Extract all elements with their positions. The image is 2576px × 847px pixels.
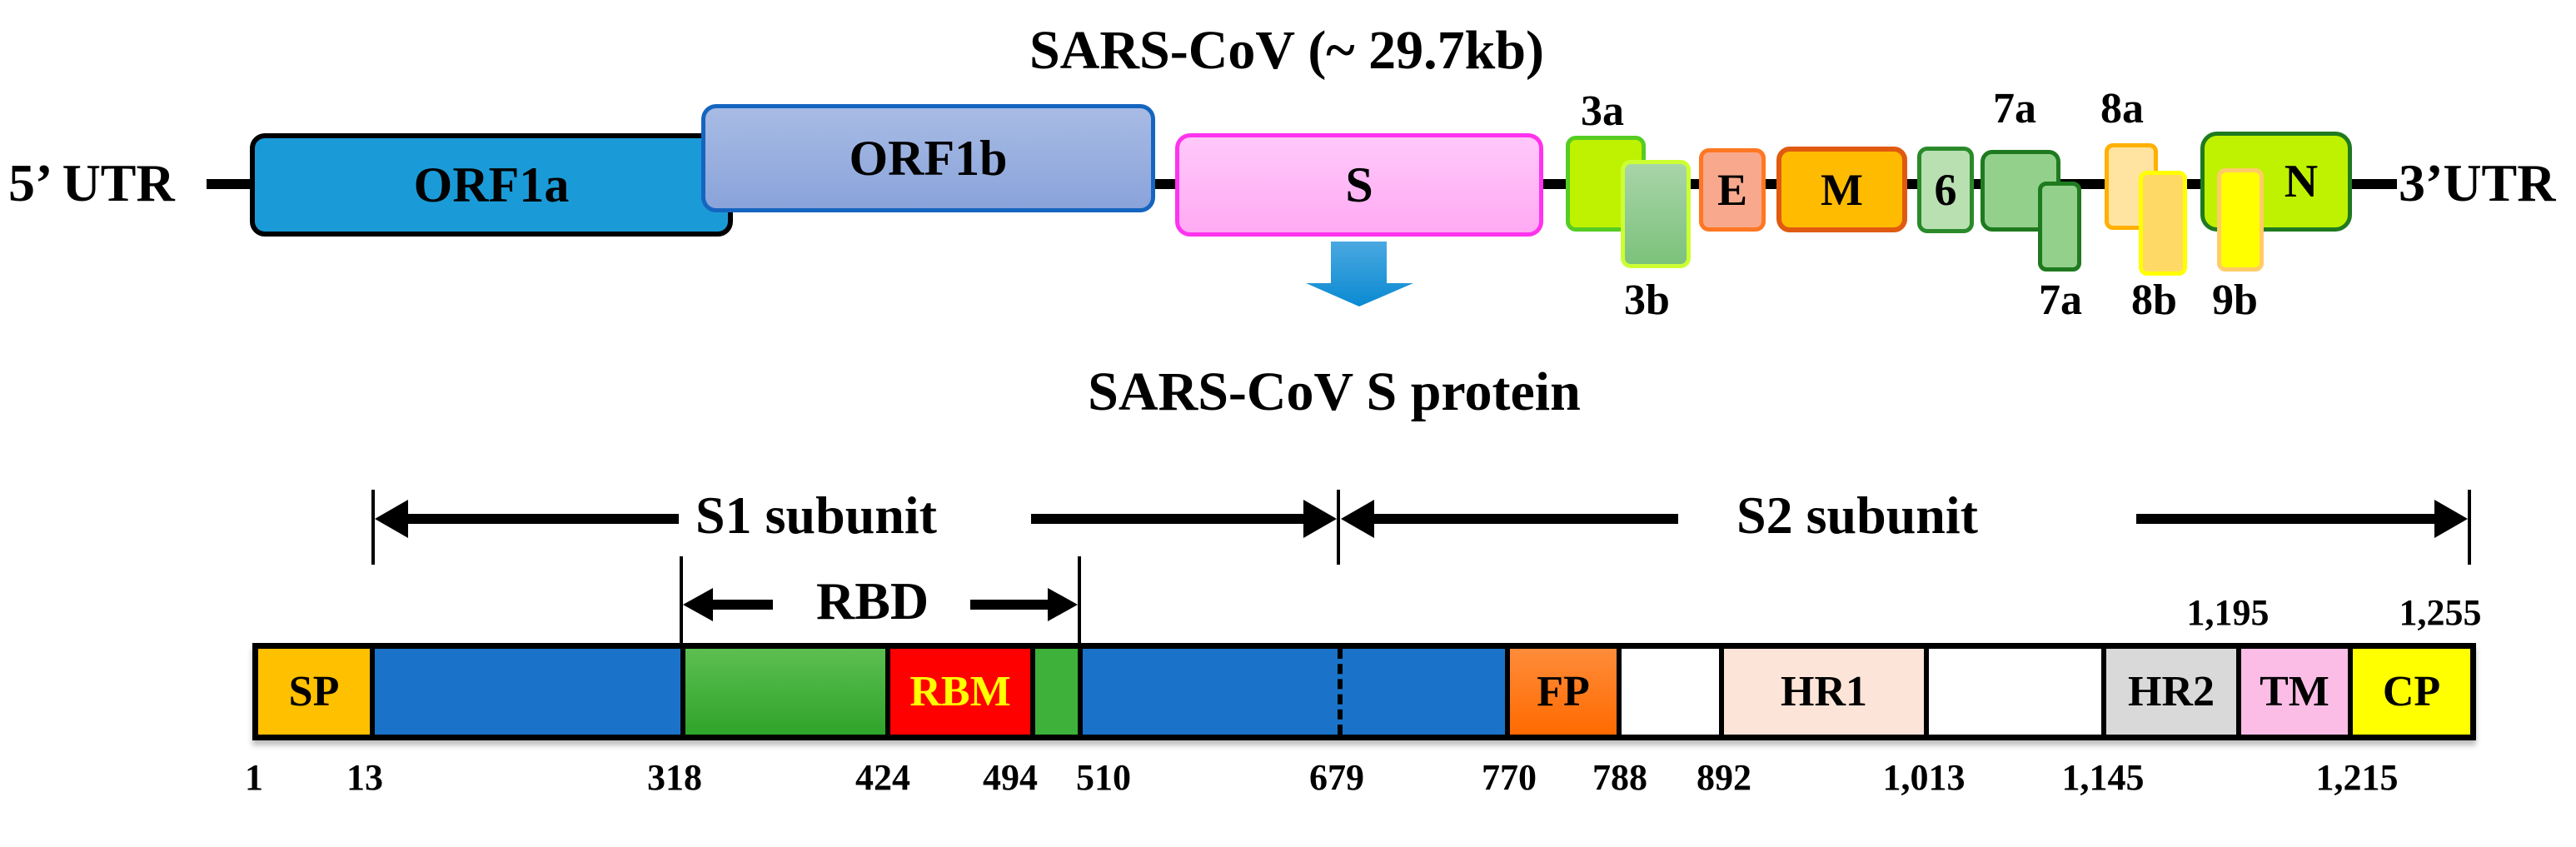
- rbd-end-tick: [1078, 556, 1081, 646]
- s1-right-arrow-shaft: [1031, 514, 1314, 524]
- n-gene-label: N: [2284, 156, 2319, 207]
- orf7a-lower-label: 7a: [2039, 277, 2082, 324]
- segment-s1-ntd: [375, 649, 685, 735]
- orf1b-box: ORF1b: [701, 104, 1155, 212]
- position-label-13: 13: [346, 757, 383, 798]
- position-label-1013: 1,013: [1882, 757, 1966, 798]
- position-label-788: 788: [1592, 757, 1647, 798]
- rbd-label: RBD: [816, 571, 929, 630]
- segment-sp-label: SP: [288, 668, 340, 715]
- orf6-box: 6: [1917, 147, 1974, 233]
- position-label-510: 510: [1076, 757, 1131, 798]
- s-protein-bar: SP RBM FP HR1 HR2 TM CP: [252, 643, 2476, 740]
- orf8a-label: 8a: [2100, 85, 2144, 132]
- rbd-start-tick: [680, 556, 683, 646]
- segment-rbd-core: [685, 649, 890, 735]
- orf3b-label: 3b: [1624, 277, 1670, 324]
- s2-end-tick: [2468, 490, 2471, 565]
- position-label-1145: 1,145: [2061, 757, 2145, 798]
- position-label-892: 892: [1697, 757, 1751, 798]
- segment-hr1-label: HR1: [1781, 668, 1867, 715]
- s1-s2-boundary-tick: [1337, 490, 1340, 565]
- s1-subunit-label: S1 subunit: [695, 486, 937, 545]
- orf1a-box: ORF1a: [250, 133, 733, 237]
- segment-gap-1: [1622, 649, 1724, 735]
- s-gene-label: S: [1345, 157, 1373, 212]
- rbd-left-arrow-shaft: [706, 600, 773, 610]
- orf7a-lower-box: [2038, 182, 2081, 272]
- orf8b-box: [2139, 171, 2187, 276]
- s2-left-arrow-shaft: [1366, 514, 1678, 524]
- protein-title: SARS-CoV S protein: [1088, 361, 1581, 422]
- cleavage-dashed-line: [1338, 649, 1343, 735]
- rbd-left-arrowhead-icon: [683, 588, 713, 621]
- rbd-right-arrow-shaft: [970, 600, 1054, 610]
- position-label-1: 1: [245, 757, 263, 798]
- genome-title: SARS-CoV (~ 29.7kb): [1029, 20, 1545, 81]
- s-gene-box: S: [1175, 133, 1543, 237]
- segment-hr1: HR1: [1724, 649, 1929, 735]
- orf6-label: 6: [1934, 165, 1957, 215]
- s2-right-arrowhead-icon: [2434, 500, 2468, 538]
- s1-start-tick: [371, 490, 375, 565]
- segment-cp: CP: [2353, 649, 2470, 735]
- position-label-1255: 1,255: [2399, 592, 2482, 633]
- segment-fp-label: FP: [1537, 668, 1590, 715]
- position-label-679: 679: [1309, 757, 1364, 798]
- s1-right-arrowhead-icon: [1303, 500, 1337, 538]
- position-label-770: 770: [1482, 757, 1537, 798]
- down-arrow-icon: [1306, 242, 1413, 306]
- position-label-1215: 1,215: [2315, 757, 2399, 798]
- orf1a-label: ORF1a: [413, 157, 570, 212]
- segment-s1-ctd-s2-start: [1083, 649, 1510, 735]
- segment-sp: SP: [258, 649, 375, 735]
- segment-rbd-tail: [1035, 649, 1083, 735]
- s1-left-arrowhead-icon: [375, 500, 408, 538]
- segment-tm-label: TM: [2260, 668, 2329, 715]
- orf1b-label: ORF1b: [849, 130, 1008, 186]
- s2-right-arrow-shaft: [2136, 514, 2444, 524]
- segment-hr2: HR2: [2106, 649, 2241, 735]
- segment-rbm: RBM: [890, 649, 1035, 735]
- orf7a-label: 7a: [1993, 85, 2036, 132]
- s1-left-arrow-shaft: [391, 514, 679, 524]
- m-gene-label: M: [1821, 164, 1863, 215]
- segment-hr2-label: HR2: [2128, 668, 2215, 715]
- position-label-318: 318: [647, 757, 702, 798]
- utr3-label: 3’UTR: [2399, 153, 2556, 212]
- position-label-1195: 1,195: [2186, 592, 2270, 633]
- orf9b-label: 9b: [2212, 277, 2258, 324]
- utr5-label: 5’ UTR: [8, 153, 175, 212]
- orf3b-box: [1621, 160, 1691, 268]
- segment-gap-2: [1929, 649, 2106, 735]
- m-gene-box: M: [1776, 147, 1907, 232]
- position-label-494: 494: [983, 757, 1038, 798]
- orf8b-label: 8b: [2131, 277, 2177, 324]
- position-label-424: 424: [855, 757, 910, 798]
- segment-tm: TM: [2241, 649, 2353, 735]
- rbd-right-arrowhead-icon: [1048, 588, 1078, 621]
- s2-subunit-label: S2 subunit: [1736, 486, 1978, 545]
- orf3a-label: 3a: [1581, 87, 1624, 135]
- orf9b-box: [2217, 168, 2264, 272]
- s2-left-arrowhead-icon: [1341, 500, 1374, 538]
- segment-cp-label: CP: [2382, 668, 2441, 715]
- e-gene-label: E: [1717, 165, 1748, 215]
- segment-fp: FP: [1510, 649, 1622, 735]
- e-gene-box: E: [1699, 148, 1766, 232]
- segment-rbm-label: RBM: [909, 668, 1011, 715]
